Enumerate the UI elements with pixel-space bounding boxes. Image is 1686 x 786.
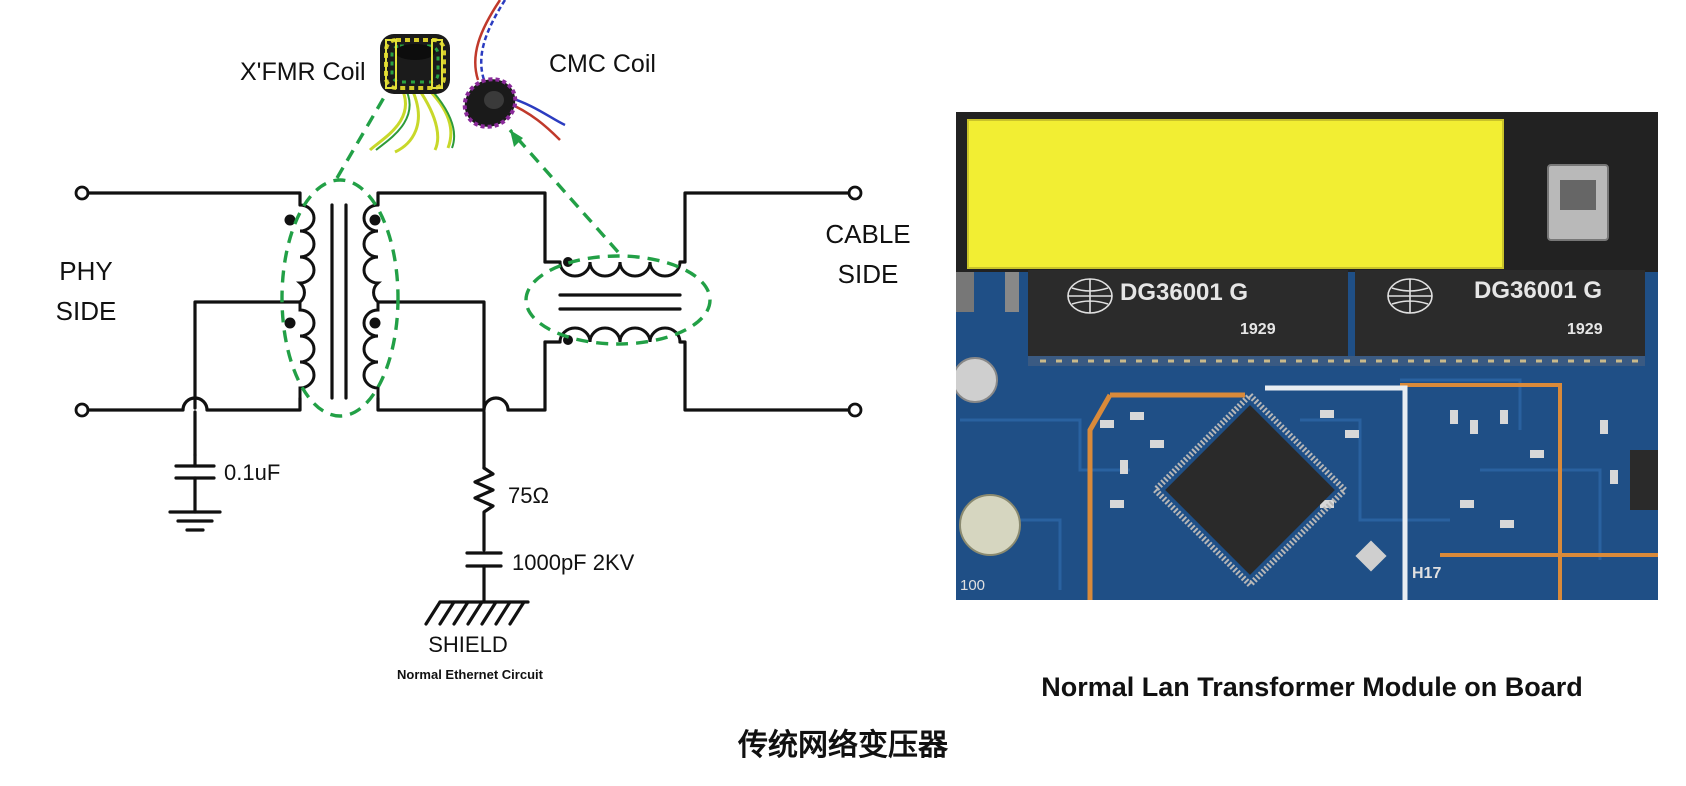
cmc-callout-arrow [508, 128, 620, 254]
phy-top-wire [86, 191, 302, 207]
board-photo: DG36001 G 1929 DG36001 G 1929 [956, 112, 1658, 702]
shield-ground-hatch [424, 600, 526, 626]
cap-value-label: 0.1uF [224, 460, 280, 485]
cmc-dot-top [563, 257, 573, 267]
cable-side-label-line1: CABLE [825, 219, 910, 249]
board-mark-left: 100 [960, 577, 985, 594]
board-mark-right: H17 [1412, 565, 1441, 582]
cmc-callout-ellipse [524, 254, 712, 346]
secondary-bottom-wire [376, 340, 547, 412]
resistor-75-ohm [473, 466, 495, 552]
footer-title: 传统网络变压器 [737, 728, 949, 762]
cmc-coil-picture [462, 0, 566, 141]
polarity-dot-2 [284, 317, 296, 329]
secondary-coil-lower [362, 302, 380, 398]
circuit-caption: Normal Ethernet Circuit [397, 667, 544, 682]
cmc-coil-top [558, 261, 682, 278]
polarity-dot-3 [369, 214, 381, 226]
shield-label: SHIELD [428, 632, 507, 657]
phy-side-label-line1: PHY [59, 256, 112, 286]
cable-side-label-line2: SIDE [838, 259, 899, 289]
xfmr-callout-ellipse [280, 178, 400, 418]
electrolytic-cap-1 [956, 357, 998, 403]
cable-terminal-top [847, 185, 863, 201]
module-right-text: DG36001 G [1474, 277, 1602, 304]
primary-coil-upper [295, 203, 316, 304]
polarity-dot-1 [284, 214, 296, 226]
secondary-coil-upper [362, 203, 383, 304]
cmc-coil-label: CMC Coil [549, 50, 656, 78]
photo-caption: Normal Lan Transformer Module on Board [1041, 672, 1583, 702]
electrolytic-cap-2 [959, 494, 1021, 556]
primary-center-tap [193, 300, 302, 410]
cmc-out-bottom [678, 340, 857, 412]
transformer-module-left [1028, 270, 1348, 356]
module-right-code: 1929 [1567, 321, 1603, 338]
ethernet-chip [1151, 391, 1349, 589]
phy-side-label-line2: SIDE [56, 296, 117, 326]
resistor-value-label: 75Ω [508, 483, 549, 508]
cmc-arrowhead [510, 130, 523, 147]
module-left-code: 1929 [1240, 321, 1276, 338]
secondary-center-tap [376, 300, 486, 410]
cmc-coil-bottom [558, 326, 682, 343]
cable-terminal-bottom [847, 402, 863, 418]
module-left-text: DG36001 G [1120, 279, 1248, 306]
phy-terminal-top [74, 185, 90, 201]
primary-coil-lower [298, 302, 316, 398]
phy-terminal-bottom [74, 402, 90, 418]
yellow-module [967, 119, 1504, 269]
hv-cap-value-label: 1000pF 2KV [512, 550, 635, 575]
xfmr-coil-picture [368, 34, 456, 154]
schematic: X'FMR Coil CMC Coil PHY SIDE CABLE SIDE … [56, 0, 911, 682]
secondary-top-wire [376, 191, 547, 264]
polarity-dot-4 [369, 317, 381, 329]
cmc-out-top [678, 191, 857, 264]
xfmr-coil-label: X'FMR Coil [240, 58, 366, 86]
